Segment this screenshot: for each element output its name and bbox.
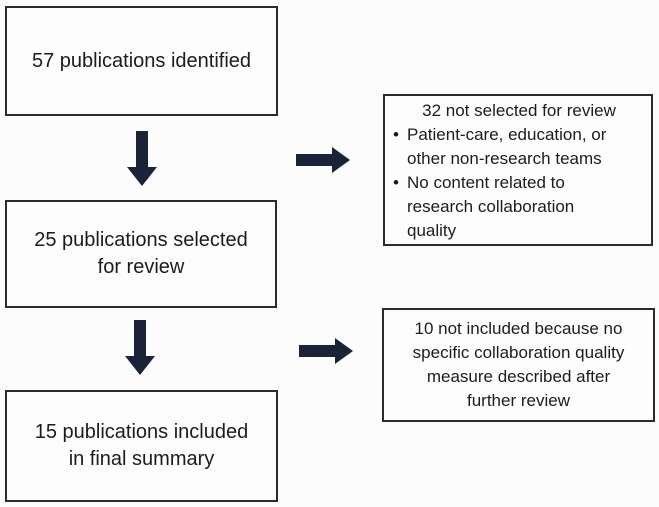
bullet-icon: • xyxy=(393,125,399,144)
box-publications-included: 15 publications included in final summar… xyxy=(5,390,278,502)
box-not-selected-title: 32 not selected for review xyxy=(422,101,616,120)
box-publications-included-line: in final summary xyxy=(68,448,215,470)
box-not-included-line: specific collaboration quality xyxy=(412,343,625,362)
exclusion-reason-line: quality xyxy=(407,221,457,240)
exclusion-reason-text: Patient-care, education, or other non-re… xyxy=(407,123,645,171)
down-arrow-icon xyxy=(125,320,155,375)
exclusion-reason-list: • Patient-care, education, or other non-… xyxy=(393,123,645,243)
exclusion-reason-line: No content related to xyxy=(407,173,565,192)
box-not-selected-for-review: 32 not selected for review • Patient-car… xyxy=(383,94,653,246)
box-not-included-line: measure described after xyxy=(426,367,611,386)
exclusion-reason-line: other non-research teams xyxy=(407,149,602,168)
box-not-included-line: further review xyxy=(467,391,570,410)
exclusion-reason-line: research collaboration xyxy=(407,197,575,216)
exclusion-reason-item: • Patient-care, education, or other non-… xyxy=(393,123,645,171)
box-not-included: 10 not included because no specific coll… xyxy=(382,308,655,422)
box-not-included-line: 10 not included because no xyxy=(414,319,623,338)
down-arrow-icon xyxy=(127,131,157,186)
exclusion-reason-text: No content related to research collabora… xyxy=(407,171,645,243)
box-publications-selected: 25 publications selected for review xyxy=(5,200,277,308)
right-arrow-icon xyxy=(299,338,353,364)
bullet-icon: • xyxy=(393,173,399,192)
box-publications-identified-line: 57 publications identified xyxy=(31,49,252,72)
exclusion-reason-item: • No content related to research collabo… xyxy=(393,171,645,243)
right-arrow-icon xyxy=(296,147,350,173)
box-publications-selected-line: for review xyxy=(97,256,185,278)
box-publications-identified: 57 publications identified xyxy=(5,6,278,116)
exclusion-reason-line: Patient-care, education, or xyxy=(407,125,607,144)
box-publications-included-line: 15 publications included xyxy=(34,421,249,443)
box-publications-selected-line: 25 publications selected xyxy=(34,229,248,251)
